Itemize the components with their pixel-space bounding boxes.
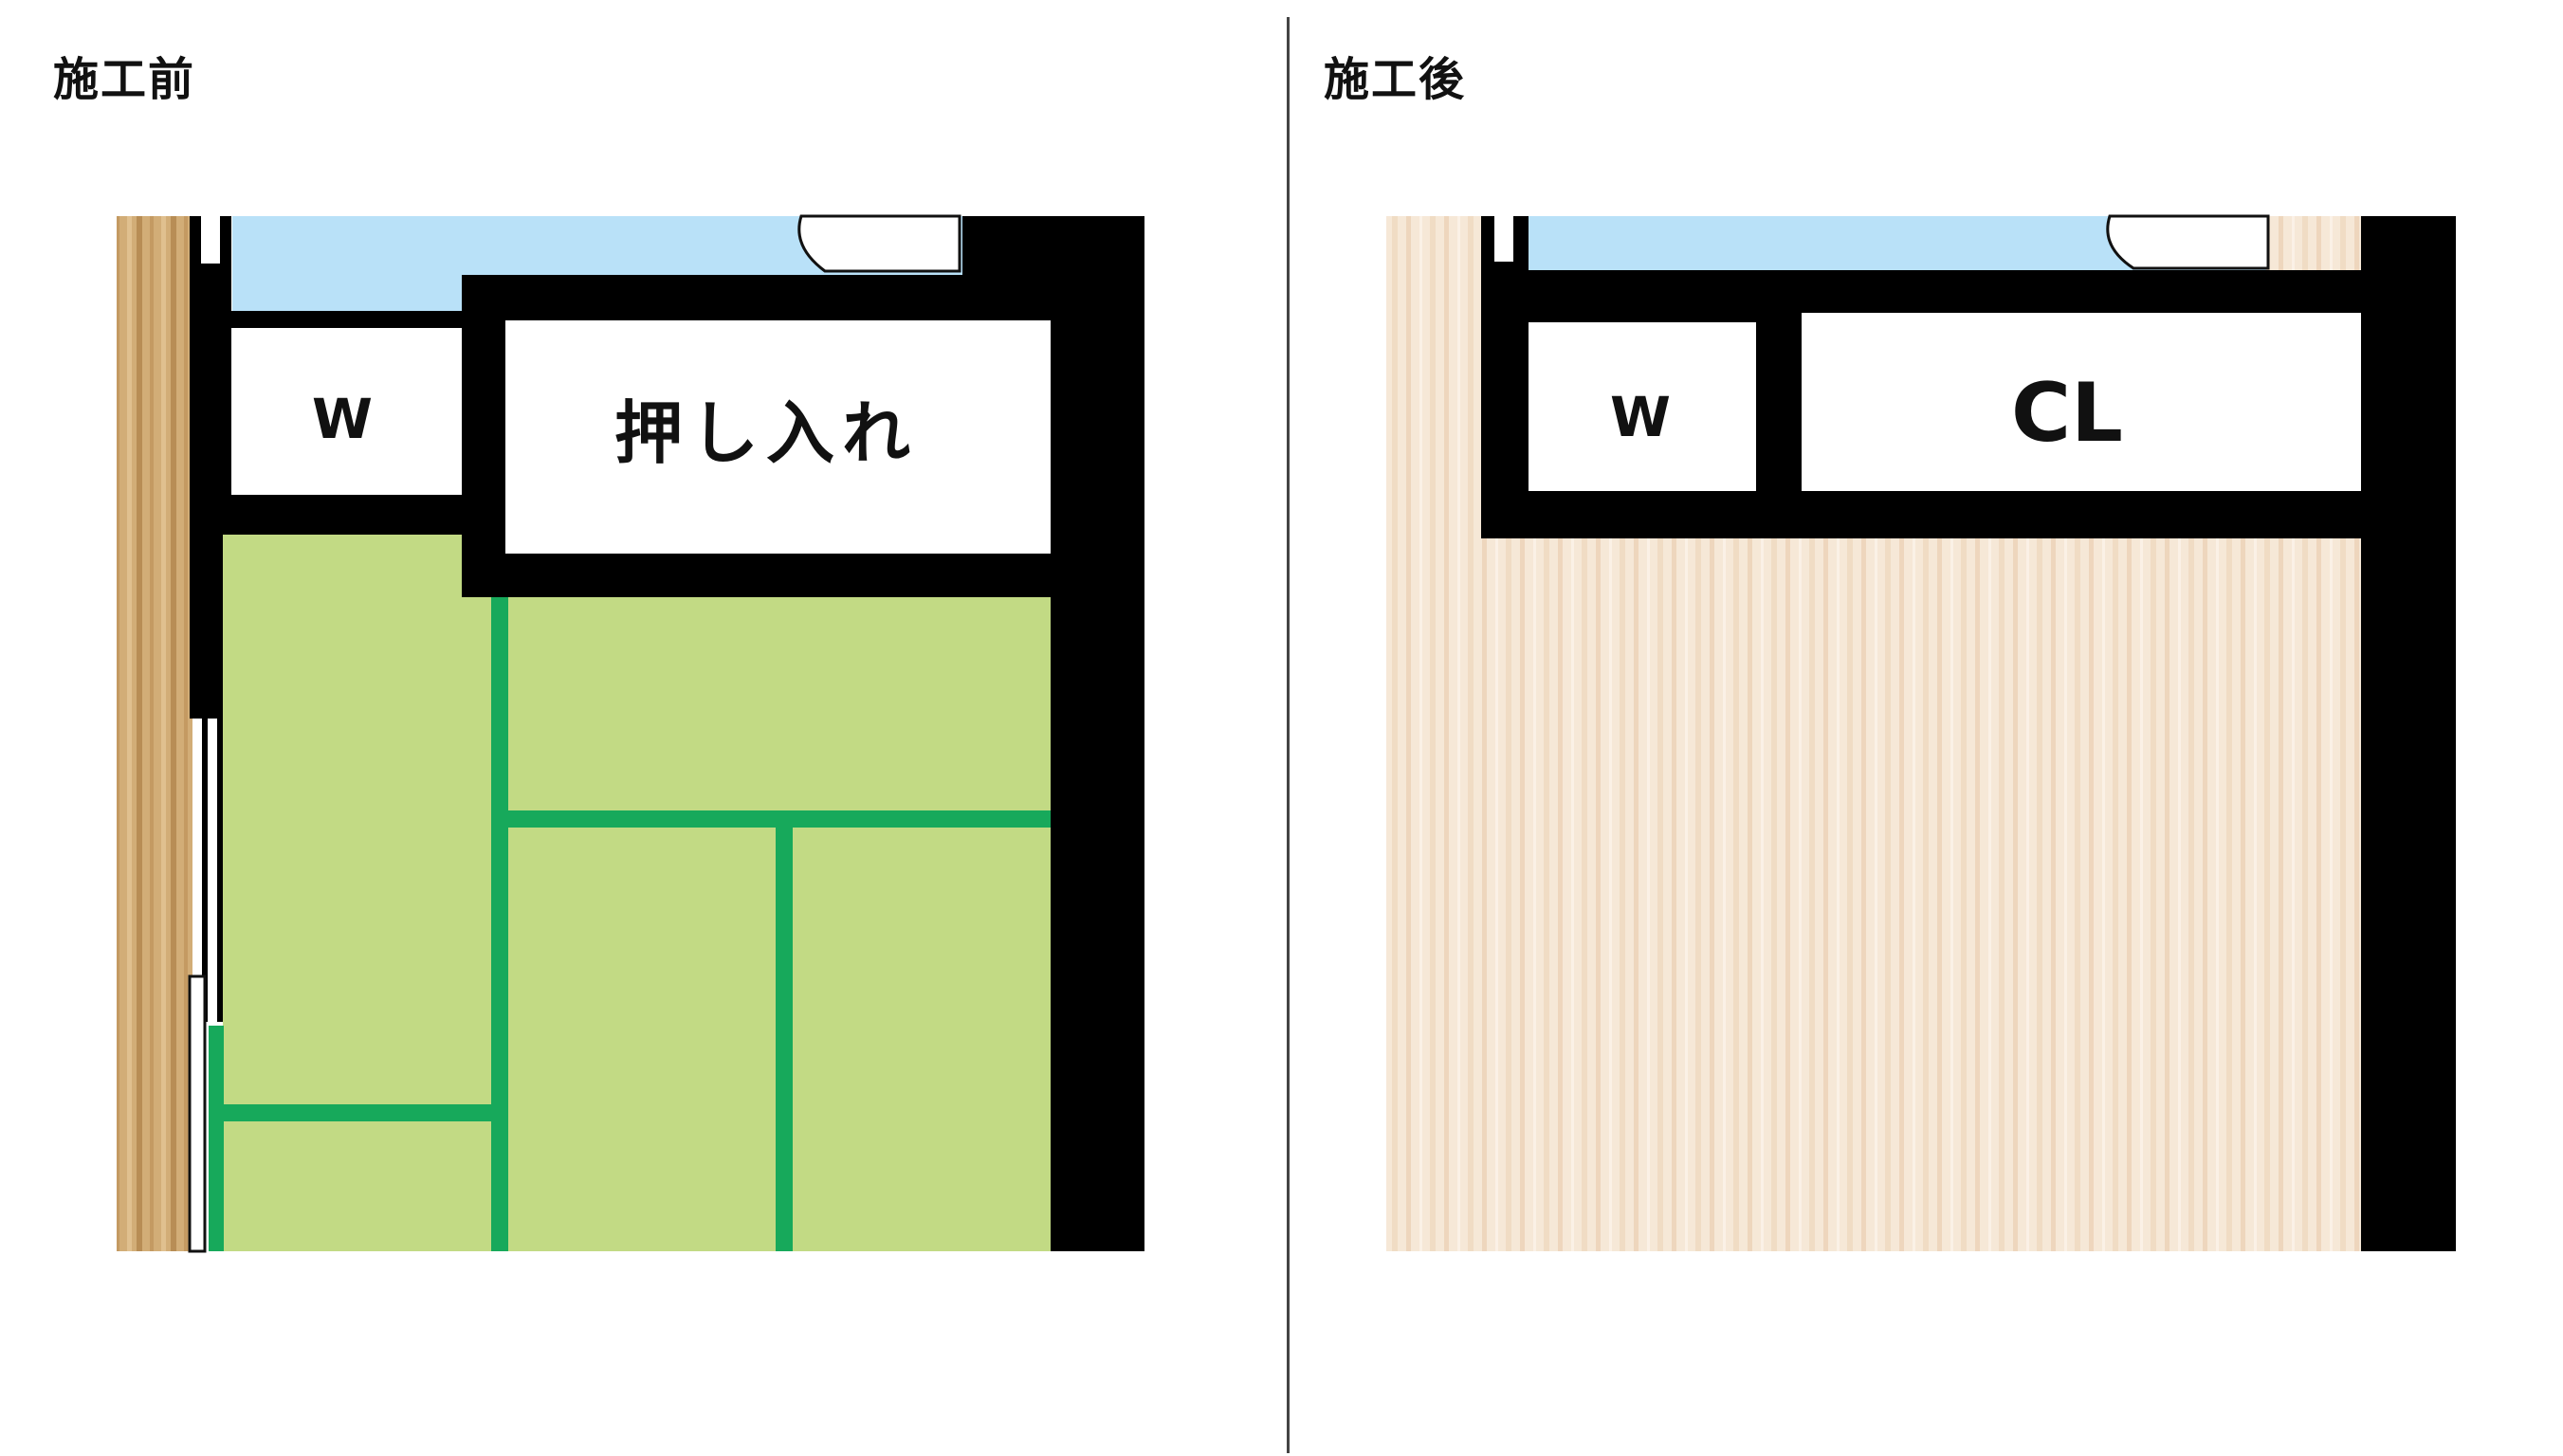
after-w-room-label: W: [1610, 385, 1671, 449]
after-plan: W CL: [1386, 214, 2456, 1251]
before-tatami-border-h2: [209, 1104, 491, 1121]
before-w-room-top-wall: [231, 311, 462, 328]
after-closet-interior: [1802, 313, 2361, 491]
before-tatami-border-v2: [776, 828, 793, 1251]
before-window-fixture: [797, 214, 961, 273]
before-w-room: [231, 328, 462, 495]
after-closet-ledge: [2361, 491, 2403, 538]
before-closet-label: 押し入れ: [614, 393, 918, 473]
after-closet-label: CL: [2011, 366, 2123, 461]
after-w-room: [1529, 322, 1756, 491]
before-left-notch: [201, 216, 220, 264]
before-tatami-area: [223, 597, 1051, 1251]
after-title: 施工後: [1324, 53, 1467, 106]
before-tatami-border-v1: [491, 597, 508, 1251]
panel-divider: [1287, 17, 1290, 1453]
before-sliding-door: [208, 719, 217, 1022]
before-tatami-border-left: [209, 1026, 224, 1251]
before-tatami-border-h1: [508, 810, 1051, 828]
before-door-frame-lower: [188, 974, 207, 1253]
after-window-fixture: [2106, 214, 2270, 270]
before-tatami-left: [223, 535, 462, 601]
before-closet-interior: [505, 320, 1051, 554]
before-w-room-label: W: [312, 387, 373, 451]
after-left-notch: [1494, 216, 1513, 262]
before-title: 施工前: [53, 53, 196, 106]
before-wood-strip: [117, 216, 192, 1251]
before-plan: W 押し入れ: [117, 214, 1144, 1253]
before-closet-ledge: [1051, 554, 1091, 597]
after-right-wall: [2361, 216, 2456, 1251]
